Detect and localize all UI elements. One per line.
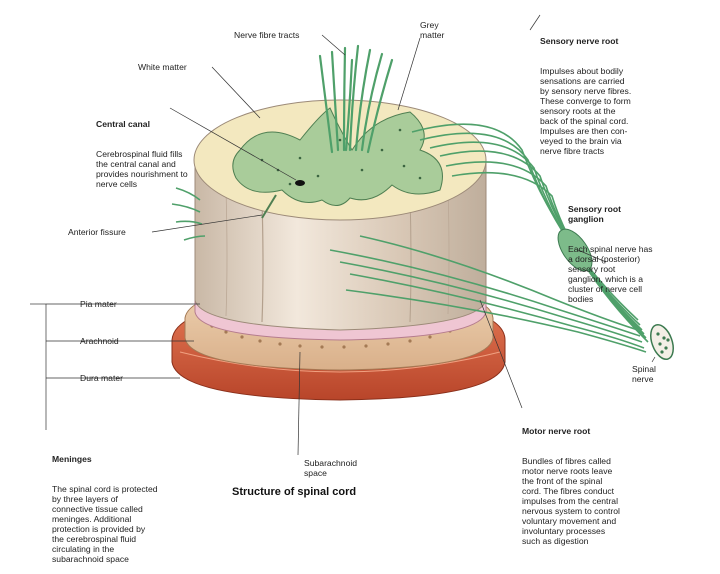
sensory-nerve-root-heading: Sensory nerve root [540,36,619,46]
diagram-title: Structure of spinal cord [232,486,357,498]
grey-matter-section [232,107,443,219]
central-canal [295,180,305,186]
meninges-label: Meninges The spinal cord is protected by… [52,434,158,574]
left-nerve-rootlets [171,187,206,241]
central-canal-heading: Central canal [96,119,150,129]
grey-matter-label: Grey matter [420,20,445,40]
anterior-fissure [261,194,277,219]
sensory-nerve-root-text: Impulses about bodily sensations are car… [540,66,632,156]
nerve-fibre-tracts [318,44,394,154]
pia-mater-label: Pia mater [80,299,117,309]
motor-nerve-root-heading: Motor nerve root [522,426,591,436]
motor-nerve-root [329,235,647,353]
meninges-text: The spinal cord is protected by three la… [52,484,158,564]
arachnoid-label: Arachnoid [80,336,119,346]
nerve-fibre-tracts-label: Nerve fibre tracts [234,30,300,40]
leader-lines [30,14,656,456]
spinal-nerve-label: Spinal nerve [632,364,656,384]
subarachnoid-space-label: Subarachnoid space [304,458,358,478]
sensory-nerve-root [411,123,649,343]
central-canal-text: Cerebrospinal fluid fills the central ca… [96,149,188,189]
sensory-root-ganglion-label: Sensory root ganglion Each spinal nerve … [568,184,653,314]
sensory-root-ganglion [557,228,593,272]
dura-mater-label: Dura mater [80,373,123,383]
central-canal-label: Central canal Cerebrospinal fluid fills … [96,99,188,199]
sensory-root-ganglion-heading: Sensory root ganglion [568,204,622,224]
spinal-nerve-end [650,323,674,361]
motor-nerve-root-label: Motor nerve root Bundles of fibres calle… [522,406,620,556]
sensory-root-ganglion-text: Each spinal nerve has a dorsal (posterio… [568,244,653,304]
motor-nerve-root-text: Bundles of fibres called motor nerve roo… [522,456,620,546]
white-matter-label: White matter [138,62,187,72]
meninges-heading: Meninges [52,454,92,464]
spinal-cord-diagram [30,14,674,456]
sensory-nerve-root-label: Sensory nerve root Impulses about bodily… [540,16,631,166]
anterior-fissure-label: Anterior fissure [68,227,126,237]
